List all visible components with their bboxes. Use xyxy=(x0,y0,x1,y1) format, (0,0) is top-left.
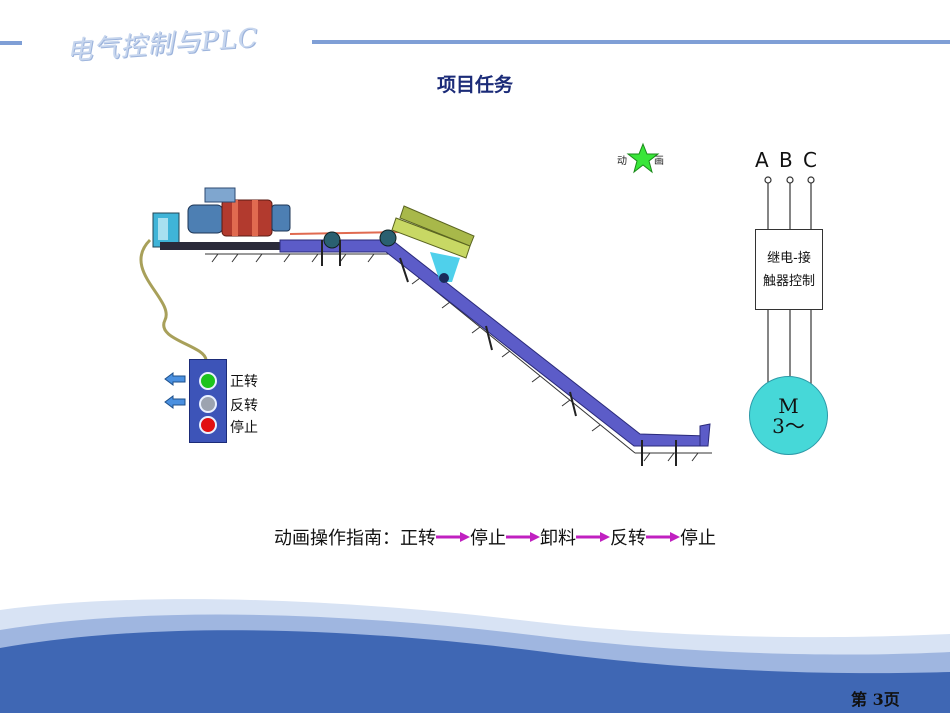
pointer-hand-icon xyxy=(164,372,186,386)
forward-button[interactable] xyxy=(199,372,217,390)
animation-label-right: 画 xyxy=(654,156,664,167)
footer-wave xyxy=(0,599,950,713)
guide-step: 反转 xyxy=(610,528,646,549)
arrow-right-icon xyxy=(576,532,610,542)
reverse-button[interactable] xyxy=(199,395,217,413)
arrow-right-icon xyxy=(436,532,470,542)
forward-label: 正转 xyxy=(230,374,258,390)
pulley-2 xyxy=(379,229,397,247)
reverse-label: 反转 xyxy=(230,398,258,414)
header-rule-right xyxy=(312,40,950,44)
phase-label-c: C xyxy=(803,148,817,172)
arrow-right-icon xyxy=(506,532,540,542)
motor-phase-label: 3～ xyxy=(772,413,805,438)
operation-guide: 动画操作指南： 正转 停止 卸料 反转 停止 xyxy=(274,524,716,550)
animation-label-left: 动 xyxy=(617,156,627,167)
star-icon xyxy=(626,142,660,174)
motor-label: M xyxy=(778,393,799,418)
guide-step: 卸料 xyxy=(540,528,576,549)
guide-step: 停止 xyxy=(470,528,506,549)
guide-prefix: 动画操作指南： xyxy=(274,528,400,549)
stop-button[interactable] xyxy=(199,416,217,434)
header-rule-left xyxy=(0,41,22,45)
motor-symbol: M 3～ xyxy=(749,376,828,455)
relay-contactor-box: 继电-接 触器控制 xyxy=(755,229,823,310)
animation-button[interactable] xyxy=(615,142,671,174)
section-title: 项目任务 xyxy=(436,74,513,96)
arrow-right-icon xyxy=(646,532,680,542)
page-number: 第 3页 xyxy=(851,690,900,709)
hoist-base xyxy=(160,242,290,250)
guide-step: 停止 xyxy=(680,528,716,549)
skip-cart xyxy=(391,205,475,283)
guide-step: 正转 xyxy=(400,528,436,549)
control-box-line1: 继电-接 xyxy=(767,250,811,266)
switch-panel xyxy=(189,359,227,443)
pointer-hand-icon xyxy=(164,395,186,409)
phase-label-a: A xyxy=(755,148,769,172)
phase-label-b: B xyxy=(779,148,793,172)
control-box-line2: 触器控制 xyxy=(762,273,815,289)
stop-label: 停止 xyxy=(230,420,258,436)
control-cable xyxy=(139,238,208,361)
